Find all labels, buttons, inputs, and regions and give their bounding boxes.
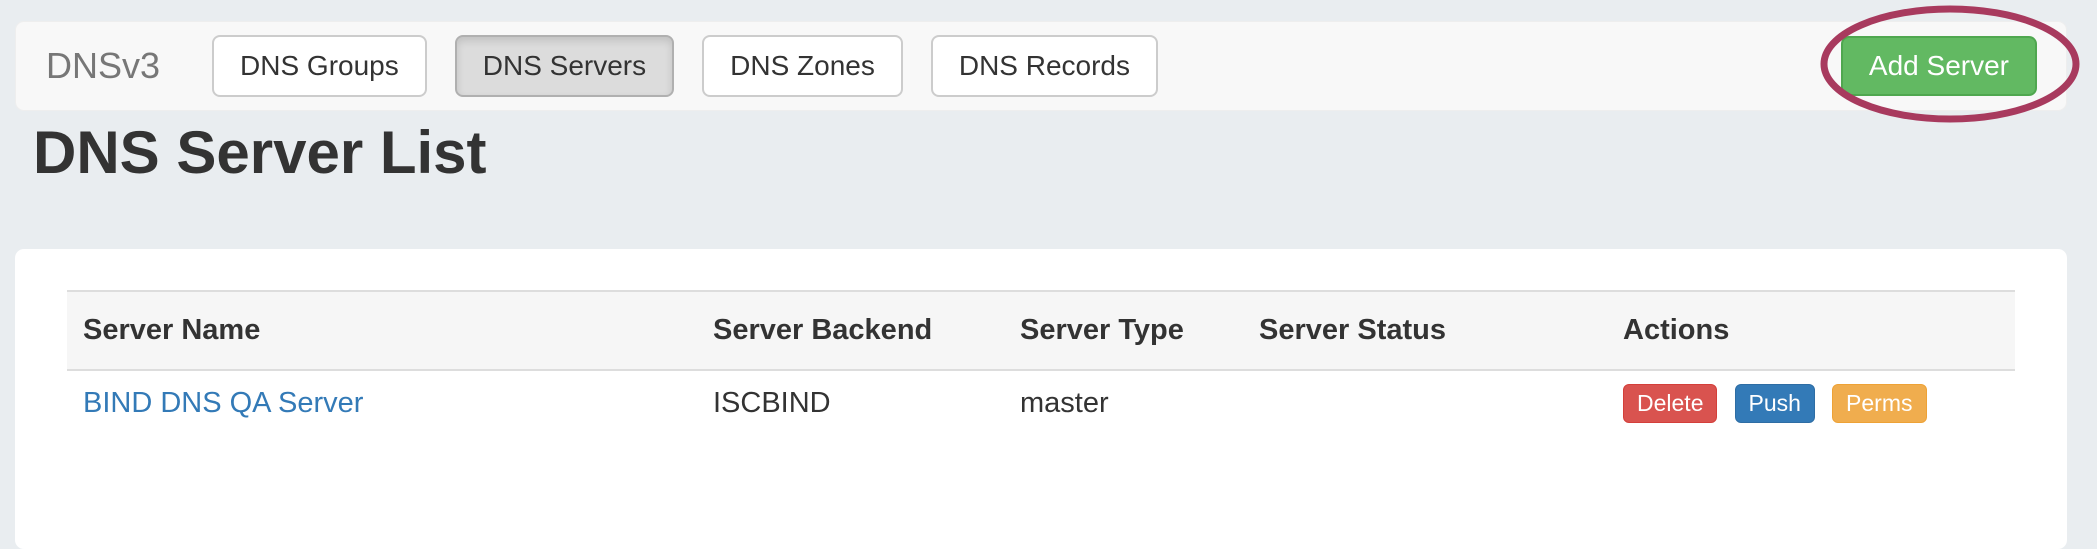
navbar: DNSv3 DNS Groups DNS Servers DNS Zones D… xyxy=(15,21,2067,111)
column-header-actions: Actions xyxy=(1607,290,2015,371)
page-title: DNS Server List xyxy=(33,119,487,186)
delete-button[interactable]: Delete xyxy=(1623,384,1718,423)
server-table: Server Name Server Backend Server Type S… xyxy=(67,290,2015,436)
server-name-link[interactable]: BIND DNS QA Server xyxy=(83,387,364,419)
cell-server-type: master xyxy=(1020,387,1109,419)
brand-dnsv3[interactable]: DNSv3 xyxy=(46,45,161,86)
cell-server-name: BIND DNS QA Server xyxy=(67,370,697,436)
column-header-server-status: Server Status xyxy=(1243,290,1607,371)
nav-button-dns-groups[interactable]: DNS Groups xyxy=(212,35,427,97)
add-server-button[interactable]: Add Server xyxy=(1840,36,2037,96)
nav-button-group: DNS Groups DNS Servers DNS Zones DNS Rec… xyxy=(212,35,1159,97)
cell-server-backend: ISCBIND xyxy=(713,387,831,419)
table-row: BIND DNS QA Server ISCBIND master Delete… xyxy=(67,370,2015,436)
push-button[interactable]: Push xyxy=(1734,384,1815,423)
nav-button-dns-servers[interactable]: DNS Servers xyxy=(454,35,675,97)
nav-button-dns-records[interactable]: DNS Records xyxy=(930,35,1159,97)
server-table-header: Server Name Server Backend Server Type S… xyxy=(67,290,2015,371)
cell-actions: Delete Push Perms xyxy=(1607,370,2015,436)
nav-button-dns-zones[interactable]: DNS Zones xyxy=(702,35,903,97)
perms-button[interactable]: Perms xyxy=(1832,384,1927,423)
column-header-server-backend: Server Backend xyxy=(697,290,1004,371)
server-list-panel: Server Name Server Backend Server Type S… xyxy=(15,249,2067,549)
column-header-server-name: Server Name xyxy=(67,290,697,371)
column-header-server-type: Server Type xyxy=(1004,290,1243,371)
cell-server-status xyxy=(1243,370,1607,436)
